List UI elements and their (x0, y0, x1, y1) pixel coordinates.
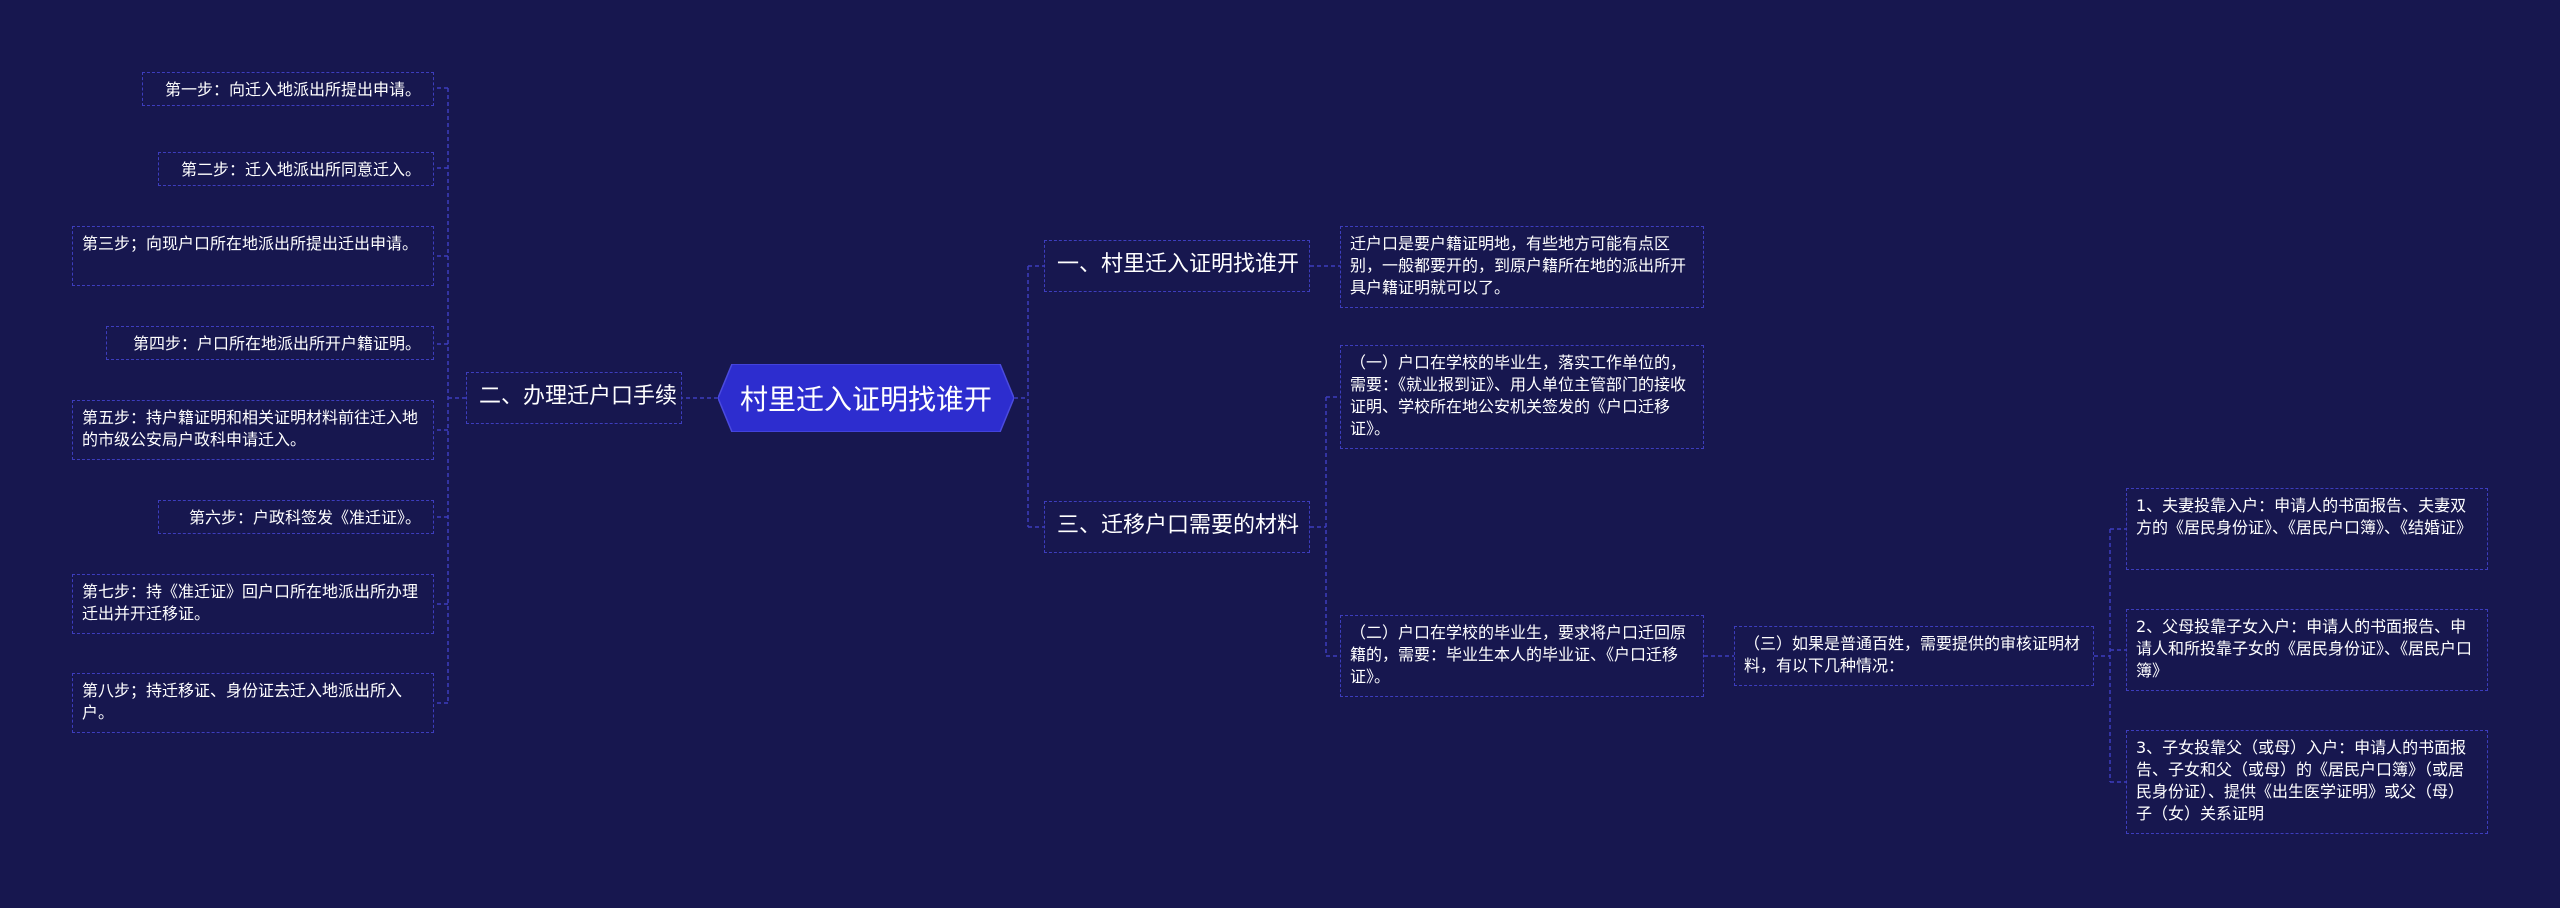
root-node[interactable]: 村里迁入证明找谁开 (718, 364, 1014, 432)
step-1[interactable]: 第一步：向迁入地派出所提出申请。 (142, 72, 434, 106)
link-left-trunk (447, 88, 466, 703)
step-5[interactable]: 第五步：持户籍证明和相关证明材料前往迁入地的市级公安局户政科申请迁入。 (72, 400, 434, 460)
branch-procedure[interactable]: 二、办理迁户口手续 (466, 372, 682, 424)
step-4[interactable]: 第四步：户口所在地派出所开户籍证明。 (106, 326, 434, 360)
branch-who-issues[interactable]: 一、村里迁入证明找谁开 (1044, 240, 1310, 292)
root-label: 村里迁入证明找谁开 (739, 383, 992, 416)
link-branch3-trunk (1310, 397, 1327, 656)
link-root-right (1014, 266, 1029, 527)
link-sub-trunk (2094, 529, 2111, 782)
sub-item-children[interactable]: 3、子女投靠父（或母）入户：申请人的书面报告、子女和父（或母）的《居民户口簿》（… (2126, 730, 2488, 834)
materials-item-1[interactable]: （一）户口在学校的毕业生，落实工作单位的，需要：《就业报到证》、用人单位主管部门… (1340, 345, 1704, 449)
branch-materials[interactable]: 三、迁移户口需要的材料 (1044, 501, 1310, 553)
step-6[interactable]: 第六步：户政科签发《准迁证》。 (158, 500, 434, 534)
sub-item-parents[interactable]: 2、父母投靠子女入户：申请人的书面报告、申请人和所投靠子女的《居民身份证》、《居… (2126, 609, 2488, 691)
sub-item-spouse[interactable]: 1、夫妻投靠入户：申请人的书面报告、夫妻双方的《居民身份证》、《居民户口簿》、《… (2126, 488, 2488, 570)
step-2[interactable]: 第二步：迁入地派出所同意迁入。 (158, 152, 434, 186)
step-7[interactable]: 第七步：持《准迁证》回户口所在地派出所办理迁出并开迁移证。 (72, 574, 434, 634)
materials-item-3[interactable]: （三）如果是普通百姓，需要提供的审核证明材料，有以下几种情况： (1734, 626, 2094, 686)
root-hexagon-shape (718, 364, 1014, 432)
branch1-detail[interactable]: 迁户口是要户籍证明地，有些地方可能有点区别，一般都要开的，到原户籍所在地的派出所… (1340, 226, 1704, 308)
step-8[interactable]: 第八步；持迁移证、身份证去迁入地派出所入户。 (72, 673, 434, 733)
step-3[interactable]: 第三步；向现户口所在地派出所提出迁出申请。 (72, 226, 434, 286)
materials-item-2[interactable]: （二）户口在学校的毕业生，要求将户口迁回原籍的，需要：毕业生本人的毕业证、《户口… (1340, 615, 1704, 697)
